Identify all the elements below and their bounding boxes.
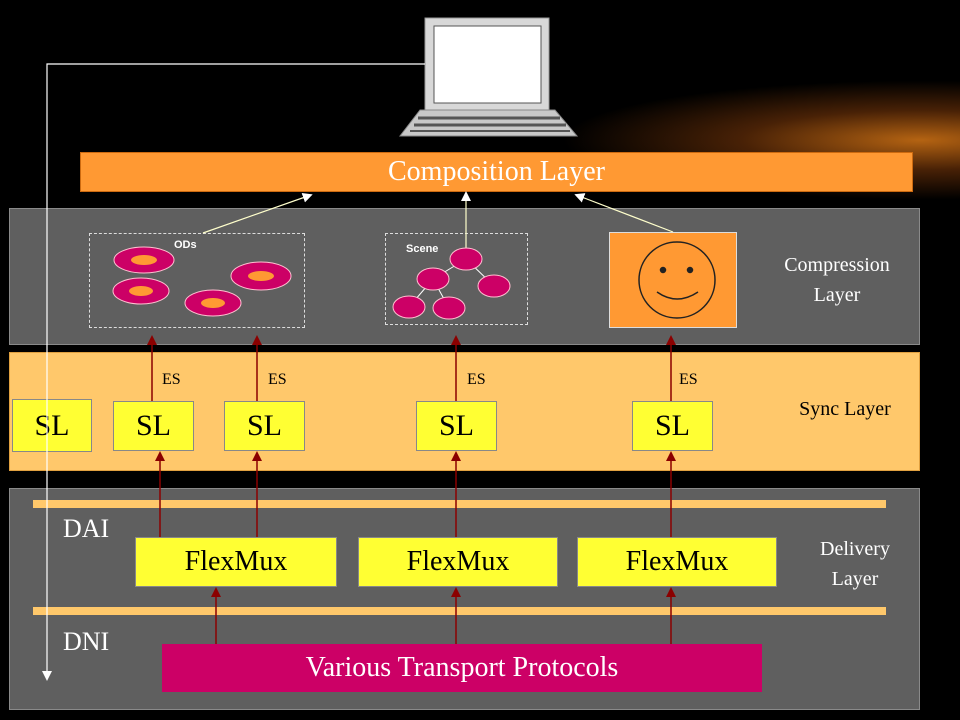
feedback-line	[42, 63, 425, 681]
es-label: ES	[268, 371, 287, 388]
sl-box: SL	[12, 399, 92, 452]
flexmux-box: FlexMux	[135, 537, 337, 587]
transport-protocols-box: Various Transport Protocols	[162, 644, 762, 692]
composition-inputs	[202, 191, 674, 250]
compression-layer-panel	[9, 208, 920, 345]
sync-layer-label: Sync Layer	[799, 398, 891, 420]
transport-protocols-label: Various Transport Protocols	[305, 652, 619, 683]
od-objects	[112, 246, 292, 317]
dai-label: DAI	[63, 514, 110, 543]
scene-label: Scene	[406, 243, 439, 255]
laptop-icon	[398, 17, 579, 137]
transport-to-flexmux-arrows	[211, 587, 676, 644]
sl-to-compression-arrows	[147, 335, 676, 401]
ods-label: ODs	[174, 239, 197, 251]
smiley-face-icon	[638, 241, 716, 319]
sl-box: SL	[113, 401, 194, 451]
scene-tree	[392, 247, 511, 320]
dai-interface-bar	[33, 500, 886, 508]
es-label: ES	[467, 371, 486, 388]
flexmux-to-sl-arrows	[155, 451, 676, 537]
ods-box	[89, 233, 305, 328]
sl-box: SL	[632, 401, 713, 451]
composition-layer-label: Composition Layer	[388, 156, 605, 187]
delivery-layer-label: Delivery Layer	[820, 538, 890, 590]
composition-layer-box: Composition Layer	[80, 152, 913, 192]
es-label: ES	[679, 371, 698, 388]
es-label: ES	[162, 371, 181, 388]
flexmux-box: FlexMux	[358, 537, 558, 587]
sl-box: SL	[416, 401, 497, 451]
dni-interface-bar	[33, 607, 886, 615]
dni-label: DNI	[63, 627, 110, 656]
scene-box	[385, 233, 528, 325]
flexmux-box: FlexMux	[577, 537, 777, 587]
sl-box: SL	[224, 401, 305, 451]
compression-layer-label: Compression Layer	[784, 254, 890, 306]
